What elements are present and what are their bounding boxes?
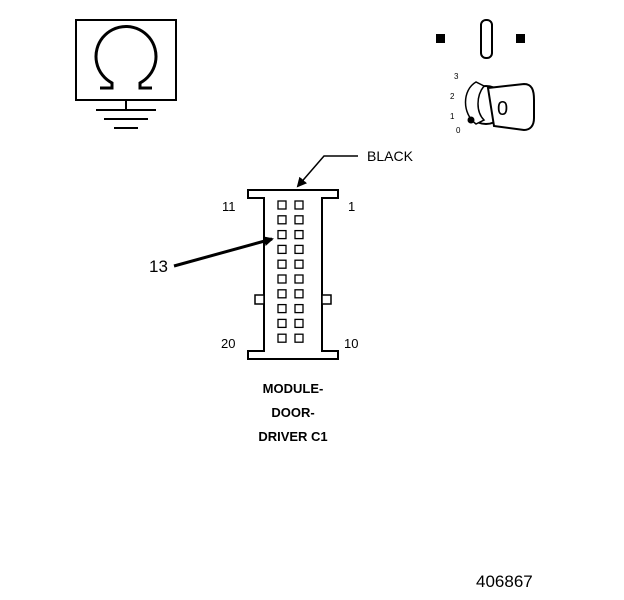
- connector-outline: [247, 189, 339, 360]
- ignition-position-0: 0: [456, 126, 461, 135]
- pin-cavity: [277, 289, 287, 299]
- wire-color-callout: BLACK: [296, 148, 414, 188]
- ignition-block-right: [516, 34, 525, 43]
- pin-cavity: [277, 274, 287, 284]
- pin-cavity: [294, 289, 304, 299]
- pin-label-10: 10: [344, 336, 358, 351]
- pin-cavity: [294, 215, 304, 225]
- wire-color-arrow: [296, 155, 358, 188]
- pin-cavity: [294, 303, 304, 314]
- connector-name-line-2: DOOR-: [271, 405, 314, 420]
- pin-cavity: [294, 259, 304, 269]
- callout-13: 13: [149, 236, 274, 276]
- pin-cavity: [277, 303, 287, 314]
- ignition-pointer: [467, 116, 475, 124]
- connector-name-line-3: DRIVER C1: [258, 429, 327, 444]
- ignition-key-label: 0: [497, 98, 508, 120]
- callout-13-arrow: [173, 236, 274, 268]
- pin-label-1: 1: [348, 199, 355, 214]
- ohmmeter-box: [75, 19, 177, 101]
- pin-cavity: [294, 200, 304, 210]
- connector-latch-left: [254, 294, 265, 305]
- pin-cavity: [277, 229, 287, 240]
- pin-cavity: [294, 333, 304, 343]
- callout-13-label: 13: [149, 257, 168, 276]
- pin-label-11: 11: [222, 199, 236, 214]
- ignition-position-1: 1: [450, 112, 455, 121]
- ignition-key-icon: 3 2 1 0 0: [436, 19, 535, 135]
- ignition-position-2: 2: [450, 92, 455, 101]
- pin-cavity: [294, 229, 304, 240]
- connector-module-door-driver-c1: 11 1 20 10: [221, 189, 358, 360]
- ignition-key-head: [486, 82, 535, 132]
- connector-name-line-1: MODULE-: [263, 381, 324, 396]
- connector-latch-right: [321, 294, 332, 305]
- pin-label-20: 20: [221, 336, 235, 351]
- ignition-slot: [480, 19, 493, 59]
- figure-number: 406867: [476, 572, 533, 591]
- pin-cavity: [277, 333, 287, 343]
- pin-cavity: [294, 318, 304, 329]
- pin-cavity: [277, 200, 287, 210]
- ignition-position-3: 3: [454, 72, 459, 81]
- pin-cavity-grid: [277, 200, 304, 343]
- pin-cavity: [277, 244, 287, 255]
- ignition-block-left: [436, 34, 445, 43]
- pin-cavity: [277, 259, 287, 269]
- pin-cavity: [277, 215, 287, 225]
- pin-cavity: [294, 274, 304, 284]
- ignition-bezel: [464, 81, 486, 125]
- pin-cavity: [294, 244, 304, 255]
- pin-cavity: [277, 318, 287, 329]
- wire-color-label: BLACK: [367, 148, 414, 164]
- ohmmeter-with-ground-icon: [75, 19, 177, 129]
- ohm-symbol: [94, 25, 158, 90]
